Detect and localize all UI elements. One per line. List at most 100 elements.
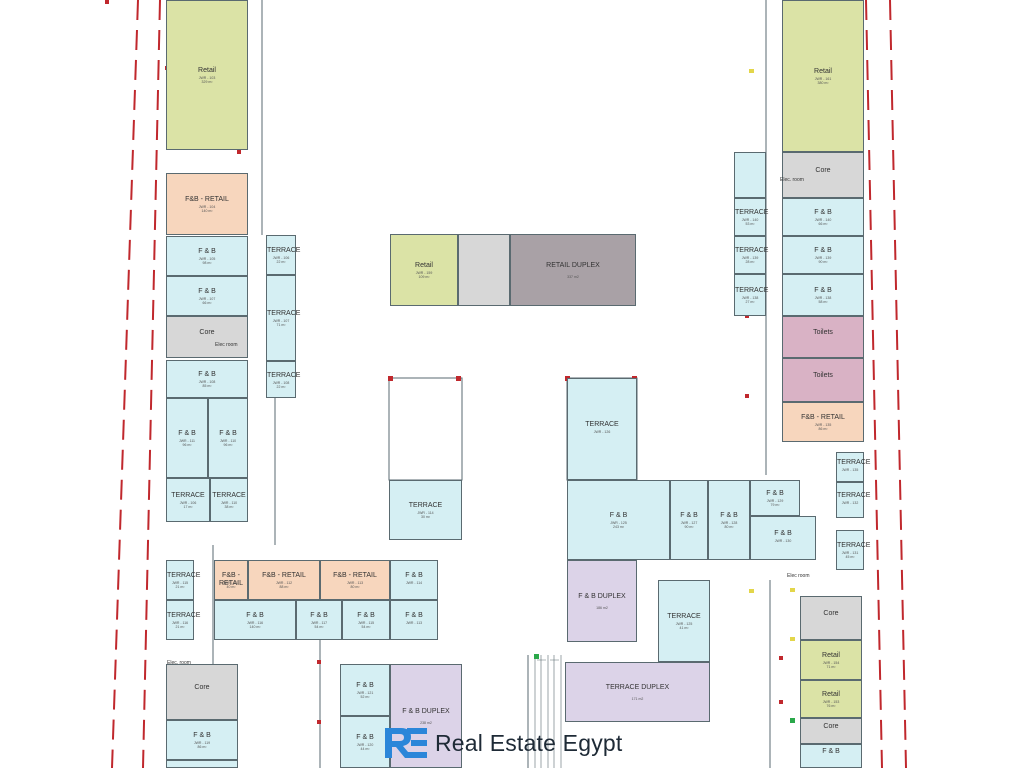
unit-area: 337 m2	[567, 275, 579, 279]
unit-fb-130[interactable]: F & B JWR - 130	[750, 516, 816, 560]
unit-name: Retail	[814, 68, 832, 75]
terrace-139[interactable]: TERRACE JWR - 139 28 m²	[734, 236, 769, 274]
terrace-138[interactable]: TERRACE JWR - 138 27 m²	[734, 274, 768, 316]
unit-code: JWR - 103	[198, 76, 216, 80]
terrace-140[interactable]: TERRACE JWR - 140 53 m²	[734, 198, 769, 236]
unit-name: F & B	[357, 612, 375, 619]
unit-code: JWR - 108	[272, 380, 290, 385]
unit-name: F & B	[774, 530, 792, 537]
unit-code: JWR - 106	[179, 501, 197, 505]
unit-fb-duplex-186[interactable]: F & B DUPLEX 186 m2	[567, 560, 637, 642]
unit-fb-115[interactable]: F & B JWR - 115 54 m²	[342, 600, 390, 640]
unit-code: JWR - 107	[272, 319, 290, 323]
unit-name: F & B	[814, 209, 832, 216]
unit-retail-duplex[interactable]: RETAIL DUPLEX 337 m2	[510, 234, 636, 306]
unit-fb-retail-111[interactable]: F&B - RETAIL JWR - 111 40 m²	[214, 560, 248, 600]
unit-fb-right-bottom[interactable]: F & B	[800, 744, 862, 768]
unit-name: Retail	[415, 262, 433, 269]
unit-fb-127[interactable]: F & B JWR - 127 90 m²	[670, 480, 708, 560]
unit-fb-119[interactable]: F & B JWR - 119 86 m²	[166, 720, 238, 760]
terrace-135[interactable]: TERRACE JWR - 135	[836, 452, 870, 482]
watermark-text: Real Estate Egypt	[435, 729, 623, 756]
unit-fb-110[interactable]: F & B JWR - 110 96 m²	[208, 398, 248, 478]
unit-code: JWR - 135	[841, 468, 859, 472]
unit-fb-125[interactable]: F & B JWR - 125 243 m²	[567, 480, 670, 560]
terrace-116[interactable]: TERRACE JWR - 116 21 m²	[166, 600, 200, 640]
unit-area: 52 m²	[360, 695, 370, 699]
unit-area: 45 m²	[845, 555, 855, 559]
unit-name: F&B - RETAIL	[333, 572, 377, 579]
unit-code: JWR - 135	[814, 423, 832, 427]
unit-area: 66 m²	[202, 301, 212, 305]
terrace-duplex-171[interactable]: TERRACE DUPLEX 171 m2	[565, 662, 710, 722]
core-left-upper: Core	[166, 316, 248, 358]
unit-name: TERRACE	[667, 613, 701, 620]
unit-name: TERRACE	[837, 492, 871, 499]
unit-name: TERRACE	[735, 247, 769, 254]
unit-fb-retail-104[interactable]: F&B - RETAIL JWR - 104 140 m²	[166, 173, 248, 235]
unit-code: JWR - 129	[766, 499, 784, 503]
unit-fb-128[interactable]: F & B JWR - 128 80 m²	[708, 480, 750, 560]
unit-retail-154[interactable]: Retail JWR - 154 71 m²	[800, 640, 862, 680]
unit-name: TERRACE	[167, 572, 201, 579]
terrace-106[interactable]: TERRACE JWR - 106 17 m²	[166, 478, 210, 522]
unit-fb-138[interactable]: F & B JWR - 138 58 m²	[782, 274, 864, 316]
unit-retail-153[interactable]: Retail JWR - 153 76 m²	[800, 680, 862, 718]
unit-name: F & B DUPLEX	[402, 708, 450, 715]
unit-retail-103[interactable]: Retail JWR - 103 329 m²	[166, 0, 248, 150]
unit-name: F & B	[766, 490, 784, 497]
unit-name: TERRACE	[735, 209, 769, 216]
core-right-upper: Core	[782, 152, 864, 198]
unit-code: JWR - 139	[814, 256, 832, 260]
unit-name: F & B	[822, 748, 840, 755]
unit-fb-111[interactable]: F & B JWR - 111 96 m²	[166, 398, 208, 478]
terrace-125[interactable]: TERRACE JWR - 125 41 m²	[658, 580, 710, 662]
unit-fb-retail-112[interactable]: F&B - RETAIL JWR - 112 88 m²	[248, 560, 320, 600]
unit-name: TERRACE DUPLEX	[605, 684, 670, 691]
unit-fb-139[interactable]: F & B JWR - 139 90 m²	[782, 236, 864, 274]
unit-fb-113[interactable]: F & B JWR - 113	[390, 600, 438, 640]
unit-name: Retail	[822, 691, 840, 698]
unit-name: F & B	[246, 612, 264, 619]
unit-fb-left-bottom[interactable]	[166, 760, 238, 768]
terrace-132[interactable]: TERRACE JWR - 132	[836, 482, 871, 518]
unit-fb-121[interactable]: F & B JWR - 121 52 m²	[340, 664, 390, 716]
re-logo-icon	[385, 728, 427, 758]
unit-fb-114[interactable]: F & B JWR - 114	[390, 560, 438, 600]
unit-retail-161[interactable]: Retail JWR - 161 380 m²	[782, 0, 864, 152]
unit-code: JWR - 117	[310, 621, 328, 625]
terrace-106-b[interactable]: TERRACE JWR - 106 22 m²	[266, 235, 300, 275]
unit-fb-117[interactable]: F & B JWR - 117 54 m²	[296, 600, 342, 640]
terrace-110[interactable]: TERRACE JWR - 110 38 m²	[210, 478, 248, 522]
unit-fb-105[interactable]: F & B JWR - 105 98 m²	[166, 236, 248, 276]
terrace-126[interactable]: TERRACE JWR - 126	[567, 378, 637, 480]
terrace-107[interactable]: TERRACE JWR - 107 71 m²	[266, 275, 300, 361]
terrace-114[interactable]: TERRACE JWR - 114 30 m²	[389, 480, 462, 540]
unit-area: 86 m²	[197, 745, 207, 749]
terrace-108[interactable]: TERRACE JWR - 108 22 m²	[266, 361, 300, 398]
unit-area: 40 m²	[226, 585, 236, 589]
unit-area: 54 m²	[361, 625, 371, 629]
unit-fb-116[interactable]: F & B JWR - 116 140 m²	[214, 600, 296, 640]
unit-area: 30 m²	[421, 515, 430, 519]
unit-code: JWR - 114	[417, 511, 434, 515]
unit-fb-120[interactable]: F & B JWR - 120 44 m²	[340, 716, 390, 768]
unit-code: JWR - 113	[405, 621, 423, 625]
unit-area: 238 m2	[420, 721, 432, 725]
unit-area: 140 m²	[249, 625, 261, 629]
unit-retail-159[interactable]: Retail JWR - 159 109 m²	[390, 234, 458, 306]
unit-fb-140[interactable]: F & B JWR - 140 66 m²	[782, 198, 864, 236]
unit-code: JWR - 110	[219, 439, 237, 443]
unit-name: Core	[823, 610, 839, 617]
terrace-131[interactable]: TERRACE JWR - 131 45 m²	[836, 530, 870, 570]
unit-fb-108[interactable]: F & B JWR - 108 85 m²	[166, 360, 248, 398]
unit-fb-129[interactable]: F & B JWR - 129 79 m²	[750, 480, 800, 516]
terrace-115[interactable]: TERRACE JWR - 115 21 m²	[166, 560, 201, 600]
unit-fb-retail-135[interactable]: F&B - RETAIL JWR - 135 86 m²	[782, 402, 864, 442]
unit-fb-107[interactable]: F & B JWR - 107 66 m²	[166, 276, 248, 316]
unit-area: 41 m²	[679, 626, 689, 630]
unit-area: 80 m²	[724, 525, 734, 529]
unit-area: 140 m²	[201, 209, 213, 213]
unit-code: JWR - 111	[222, 581, 239, 585]
unit-fb-retail-113[interactable]: F&B - RETAIL JWR - 113 80 m²	[320, 560, 390, 600]
